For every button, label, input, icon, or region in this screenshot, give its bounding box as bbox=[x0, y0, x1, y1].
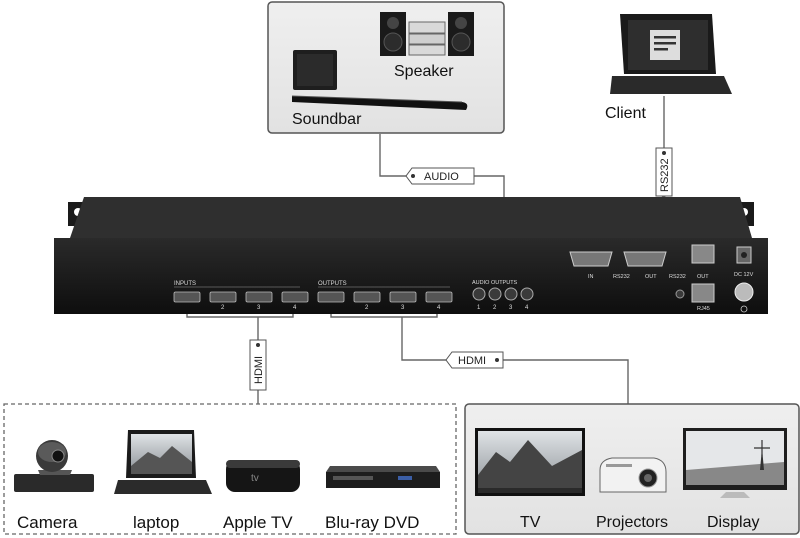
svg-text:DC 12V: DC 12V bbox=[734, 272, 754, 278]
svg-text:RS232: RS232 bbox=[613, 274, 630, 280]
svg-text:1: 1 bbox=[477, 305, 481, 311]
monitor-icon bbox=[683, 428, 787, 498]
hdmi-input-connection-tag: HDMI bbox=[249, 339, 267, 391]
source-label-bluray: Blu-ray DVD bbox=[325, 513, 419, 532]
soundbar-icon bbox=[291, 50, 468, 110]
source-label-laptop: laptop bbox=[133, 513, 179, 532]
inputs-label: INPUTS bbox=[174, 281, 196, 287]
power-input: DC 12V bbox=[734, 246, 754, 313]
soundbar-label: Soundbar bbox=[292, 111, 362, 128]
svg-text:4: 4 bbox=[525, 305, 529, 311]
svg-text:RS232: RS232 bbox=[669, 274, 686, 280]
outputs-label: OUTPUTS bbox=[318, 281, 347, 287]
client-laptop-icon bbox=[610, 14, 732, 94]
svg-text:OUT: OUT bbox=[697, 274, 709, 280]
svg-text:3: 3 bbox=[401, 305, 405, 311]
bluray-player-icon bbox=[326, 466, 440, 488]
rj45-ports: RJ45 bbox=[691, 244, 715, 312]
laptop-icon bbox=[114, 430, 212, 494]
source-label-camera: Camera bbox=[17, 513, 78, 532]
svg-text:IN: IN bbox=[588, 274, 594, 280]
source-label-apple-tv: Apple TV bbox=[223, 513, 293, 532]
svg-text:RS232: RS232 bbox=[659, 158, 671, 192]
rs232-connection-tag: RS232 bbox=[655, 147, 673, 197]
projector-icon bbox=[599, 457, 667, 493]
speaker-icon bbox=[380, 12, 474, 56]
camera-icon bbox=[14, 440, 94, 492]
hdmi-input-ports: 2 3 4 bbox=[173, 291, 309, 311]
display-label-tv: TV bbox=[520, 514, 541, 531]
tv-icon bbox=[475, 428, 585, 496]
screw-icon bbox=[675, 289, 685, 299]
svg-text:tv: tv bbox=[251, 473, 259, 484]
speaker-label: Speaker bbox=[394, 63, 454, 80]
svg-text:3: 3 bbox=[257, 305, 261, 311]
hdmi-output-ports: 2 3 4 bbox=[317, 291, 453, 311]
display-label-display: Display bbox=[707, 514, 759, 531]
audio-devices-box: Speaker Soundbar bbox=[267, 1, 505, 134]
hdmi-output-connection-tag: HDMI bbox=[445, 351, 504, 369]
audio-connection-tag: AUDIO bbox=[405, 167, 475, 185]
source-devices-box: Camera laptop tv Apple TV Blu-ray DVD bbox=[3, 403, 457, 535]
hdmi-matrix-device: INPUTS OUTPUTS 2 3 4 2 3 4 AUDIO OUTPUTS bbox=[54, 197, 768, 314]
rs232-ports: IN RS232 OUT RS232 OUT bbox=[569, 251, 709, 280]
apple-tv-icon: tv bbox=[226, 460, 300, 492]
svg-text:RJ45: RJ45 bbox=[697, 306, 710, 312]
svg-text:AUDIO: AUDIO bbox=[424, 171, 459, 183]
svg-text:2: 2 bbox=[221, 305, 225, 311]
svg-text:3: 3 bbox=[509, 305, 513, 311]
client-label: Client bbox=[605, 105, 646, 122]
display-label-projectors: Projectors bbox=[596, 514, 668, 531]
svg-text:HDMI: HDMI bbox=[253, 356, 265, 384]
svg-text:2: 2 bbox=[365, 305, 369, 311]
audio-output-jacks: 1 2 3 4 bbox=[472, 287, 534, 311]
svg-text:4: 4 bbox=[293, 305, 297, 311]
display-devices-box: TV Projectors Display bbox=[464, 403, 800, 535]
svg-text:HDMI: HDMI bbox=[458, 355, 486, 367]
svg-text:OUT: OUT bbox=[645, 274, 657, 280]
svg-text:2: 2 bbox=[493, 305, 497, 311]
svg-text:4: 4 bbox=[437, 305, 441, 311]
audio-outputs-label: AUDIO OUTPUTS bbox=[472, 280, 518, 286]
